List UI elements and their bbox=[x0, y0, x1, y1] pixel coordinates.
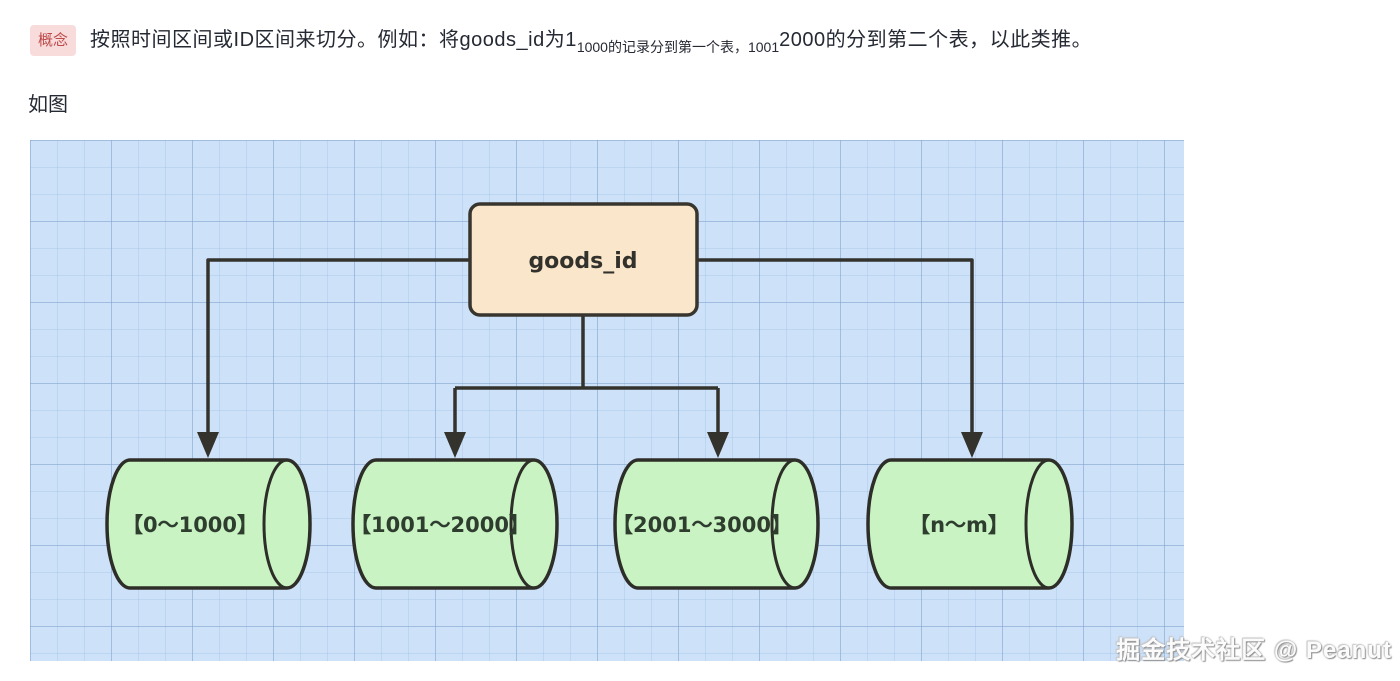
arrowhead-shard-3 bbox=[707, 432, 729, 458]
shard-cylinder-2-cap bbox=[509, 458, 535, 590]
concept-badge: 概念 bbox=[30, 24, 77, 56]
community-watermark: 掘金技术社区 @ Peanut bbox=[1116, 637, 1392, 664]
arrowheads bbox=[197, 432, 983, 458]
shard-cylinder-3-cap bbox=[770, 458, 796, 590]
root-node-label: goods_id bbox=[528, 249, 637, 274]
shard-cylinder-3: 【2001～3000】 bbox=[612, 458, 820, 590]
connector-left bbox=[206, 258, 470, 436]
shard-3-label: 【2001～3000】 bbox=[612, 513, 792, 537]
shard-cylinder-1-cap bbox=[262, 458, 288, 590]
connector-right bbox=[697, 258, 974, 436]
intro-text-part2: 2000的分到第二个表，以此类推。 bbox=[779, 29, 1093, 51]
shard-cylinder-1: 【0～1000】 bbox=[105, 458, 312, 590]
arrowhead-shard-2 bbox=[444, 432, 466, 458]
shard-2-label: 【1001～2000】 bbox=[350, 513, 530, 537]
shard-4-label: 【n～m】 bbox=[909, 513, 1009, 537]
shard-cylinder-2: 【1001～2000】 bbox=[350, 458, 559, 590]
sharding-diagram: goods_id 【0～1000】 【1001～2000】 【2001～3000… bbox=[105, 202, 1074, 590]
shard-1-label: 【0～1000】 bbox=[122, 513, 258, 537]
intro-text-subscript: 1000的记录分到第一个表，1001 bbox=[576, 39, 780, 55]
connector-lines bbox=[206, 258, 974, 436]
shard-cylinder-4-cap bbox=[1024, 458, 1050, 590]
intro-line: 概念 按照时间区间或ID区间来切分。例如：将goods_id为11000的记录分… bbox=[30, 20, 1092, 60]
shard-cylinder-4: 【n～m】 bbox=[866, 458, 1074, 590]
intro-text: 按照时间区间或ID区间来切分。例如：将goods_id为11000的记录分到第一… bbox=[90, 23, 1092, 57]
sharding-diagram-canvas: goods_id 【0～1000】 【1001～2000】 【2001～3000… bbox=[30, 140, 1184, 661]
root-node-box bbox=[468, 202, 699, 317]
arrowhead-shard-4 bbox=[961, 432, 983, 458]
arrowhead-shard-1 bbox=[197, 432, 219, 458]
root-node-goods-id: goods_id bbox=[468, 202, 699, 317]
diagram-caption: 如图 bbox=[28, 94, 68, 116]
intro-text-part1: 按照时间区间或ID区间来切分。例如：将goods_id为1 bbox=[90, 29, 577, 51]
